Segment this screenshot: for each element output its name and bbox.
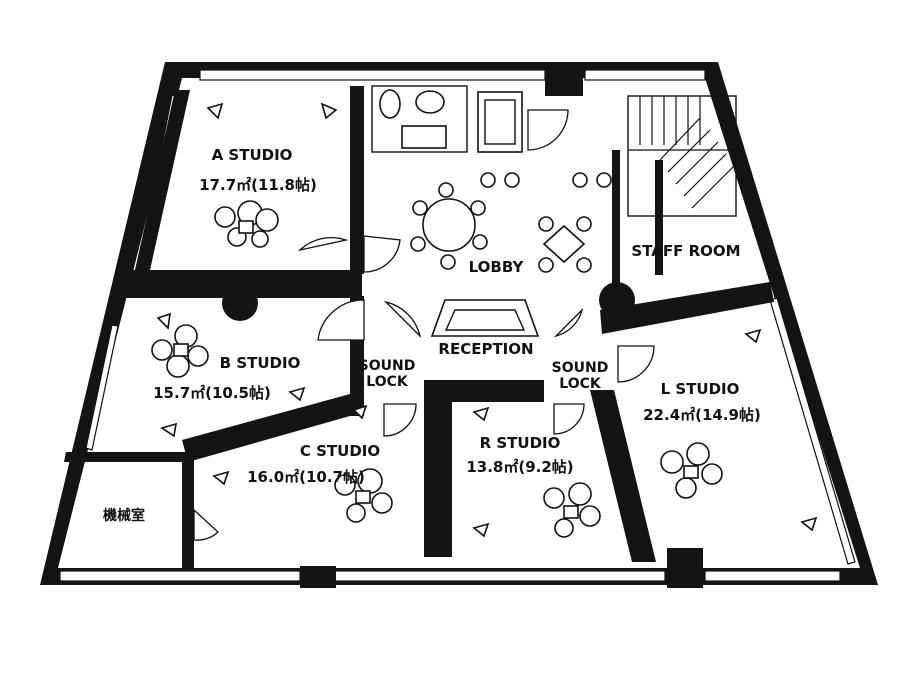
room-labels: A STUDIO 17.7㎡(11.8帖) B STUDIO 15.7㎡(10.…	[103, 146, 761, 524]
l-studio-area: 22.4㎡(14.9帖)	[643, 406, 761, 424]
b-studio-name: B STUDIO	[220, 354, 301, 372]
lobby-furniture	[410, 172, 612, 337]
c-studio-area: 16.0㎡(10.7帖)	[247, 468, 365, 486]
r-studio-name: R STUDIO	[480, 434, 561, 452]
sound-lock-right-line2: LOCK	[559, 376, 602, 392]
staircase	[627, 95, 737, 217]
sound-lock-left-line1: SOUND	[359, 358, 416, 374]
a-studio-area: 17.7㎡(11.8帖)	[199, 176, 317, 194]
b-studio-area: 15.7㎡(10.5帖)	[153, 384, 271, 402]
lobby-label: LOBBY	[469, 258, 525, 276]
studio-equipment	[151, 102, 818, 538]
a-studio-name: A STUDIO	[212, 146, 293, 164]
r-studio-area: 13.8㎡(9.2帖)	[466, 458, 573, 476]
l-studio-name: L STUDIO	[661, 380, 740, 398]
sound-lock-right-line1: SOUND	[552, 360, 609, 376]
machine-room-label: 機械室	[103, 507, 145, 524]
restroom-fixtures	[371, 85, 523, 153]
sound-lock-left-line2: LOCK	[366, 374, 409, 390]
c-studio-name: C STUDIO	[300, 442, 380, 460]
doors	[193, 109, 655, 541]
staff-room-label: STAFF ROOM	[631, 242, 740, 260]
reception-label: RECEPTION	[438, 340, 533, 358]
